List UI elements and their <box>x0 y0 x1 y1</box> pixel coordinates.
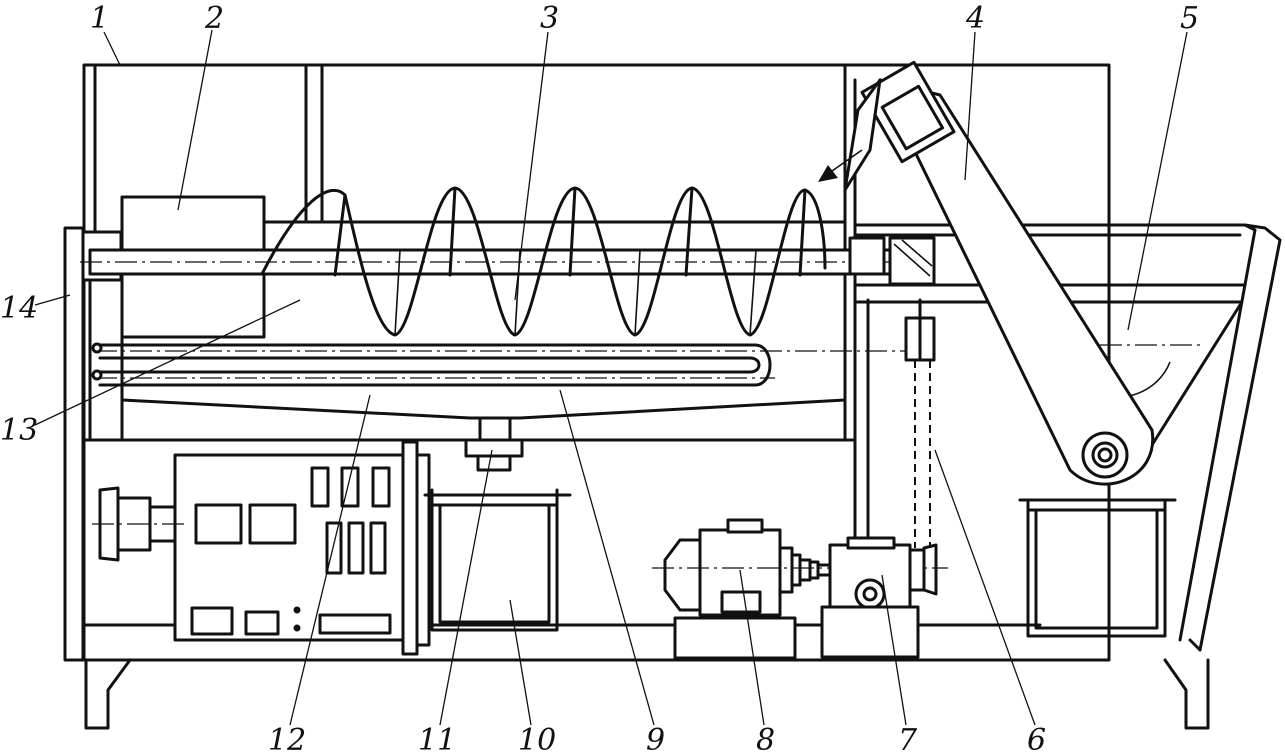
callout-4: 4 <box>965 1 985 36</box>
shaft-bearing <box>848 236 936 286</box>
callout-7: 7 <box>898 723 918 754</box>
callout-13: 13 <box>0 413 38 448</box>
callout-6: 6 <box>1027 723 1046 754</box>
callout-2: 2 <box>204 1 224 36</box>
callout-3: 3 <box>540 1 559 36</box>
elevator-arm <box>818 60 1155 486</box>
callout-10: 10 <box>518 723 556 754</box>
screw-conveyor <box>80 186 935 337</box>
callout-8: 8 <box>756 723 775 754</box>
callout-5: 5 <box>1180 1 1199 36</box>
right-bin <box>1018 498 1177 638</box>
callout-14: 14 <box>0 291 38 326</box>
gearbox <box>820 536 938 659</box>
callout-9: 9 <box>646 723 665 754</box>
collection-bin <box>423 488 572 632</box>
leader-lines <box>34 29 1188 726</box>
chain-drive <box>904 298 936 548</box>
callout-1: 1 <box>90 1 109 36</box>
end-plate <box>63 226 123 662</box>
callout-labels: 1 2 3 4 5 6 7 8 9 10 11 12 13 14 <box>0 1 1199 754</box>
callout-12: 12 <box>268 723 306 754</box>
control-panel <box>92 440 431 656</box>
callout-11: 11 <box>418 723 456 754</box>
heating-tubes <box>91 342 920 387</box>
screw-trough <box>120 220 847 472</box>
